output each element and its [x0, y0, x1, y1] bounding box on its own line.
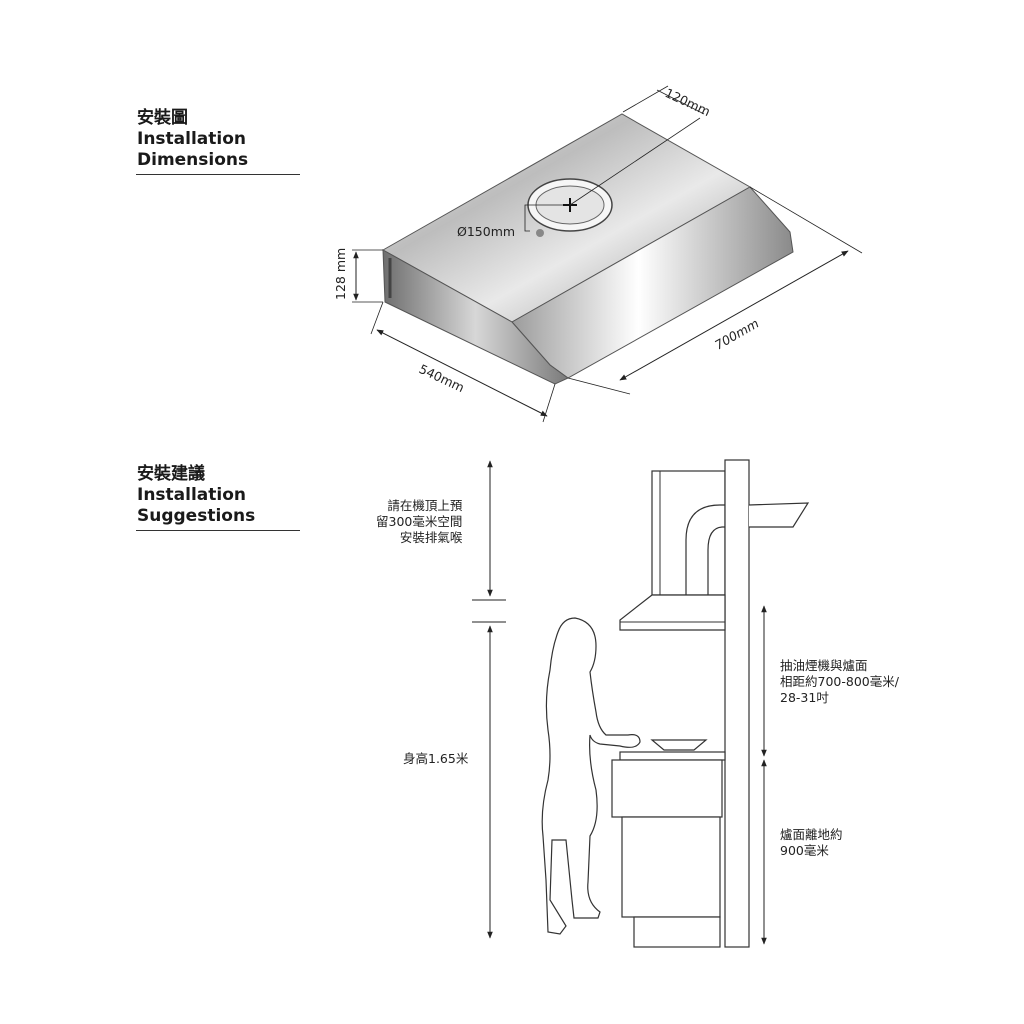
depth-top-ext-2 [656, 89, 705, 115]
dimensions-title-en-2: Dimensions [137, 150, 249, 170]
diameter-label: Ø150mm [457, 224, 515, 239]
top-clearance-line-2: 留300毫米空間 [376, 514, 463, 529]
depth-label: 540mm [417, 361, 467, 395]
exhaust-duct-outer [685, 504, 725, 595]
width-dim-line [619, 250, 849, 381]
depth-ext-2 [542, 383, 556, 423]
width-ext-1 [749, 186, 863, 254]
depth-ext-1 [370, 301, 384, 335]
suggestions-heading: 安裝建議 Installation Suggestions [137, 464, 255, 527]
hood-to-stove-note: 抽油煙機與爐面 相距約700-800毫米/ 28-31吋 [780, 658, 899, 706]
depth-dim-line [376, 329, 548, 417]
hood-to-stove-line-1: 抽油煙機與爐面 [780, 658, 868, 673]
height-label: 128 mm [333, 248, 348, 300]
counter-cabinet [621, 816, 721, 918]
wok [650, 739, 708, 751]
screw-icon [536, 229, 544, 237]
width-label: 700mm [712, 315, 761, 352]
hood-to-stove-line-3: 28-31吋 [780, 690, 829, 705]
top-clearance-line-3: 安裝排氣喉 [399, 530, 463, 545]
suggestions-title-zh: 安裝建議 [137, 464, 205, 484]
hood-to-stove-line-2: 相距約700-800毫米/ [780, 674, 899, 689]
dimensions-title-zh: 安裝圖 [137, 108, 188, 128]
exhaust-duct-inner [707, 526, 725, 595]
upper-cabinet [651, 470, 726, 596]
suggestions-title-en-1: Installation [137, 485, 247, 505]
cabinet-plinth [633, 916, 721, 948]
person-silhouette [541, 617, 641, 935]
depth-top-label: 120mm [663, 85, 713, 119]
top-clearance-note: 請在機頂上預 留300毫米空間 安裝排氣喉 [376, 498, 462, 546]
stove-top [619, 751, 726, 761]
wall [724, 459, 750, 948]
person-height-note: 身高1.65米 [403, 751, 469, 766]
diameter-leader [524, 204, 563, 232]
dimensions-divider [136, 174, 300, 175]
suggestions-divider [136, 530, 300, 531]
suggestions-title-en-2: Suggestions [137, 506, 256, 526]
depth-top-ext-1 [622, 85, 669, 113]
top-clearance-line-1: 請在機頂上預 [387, 498, 463, 513]
stove-to-floor-line-2: 900毫米 [780, 843, 829, 858]
stove-to-floor-note: 爐面離地約 900毫米 [780, 827, 843, 859]
stove-to-floor-line-1: 爐面離地約 [780, 827, 843, 842]
depth-top-leader [569, 117, 701, 206]
exhaust-outlet [748, 502, 810, 528]
hood-side-view [619, 594, 726, 631]
dimensions-heading: 安裝圖 Installation Dimensions [137, 108, 248, 171]
dimensions-title-en-1: Installation [137, 129, 247, 149]
width-ext-2 [567, 377, 631, 395]
stove-body [611, 759, 723, 818]
